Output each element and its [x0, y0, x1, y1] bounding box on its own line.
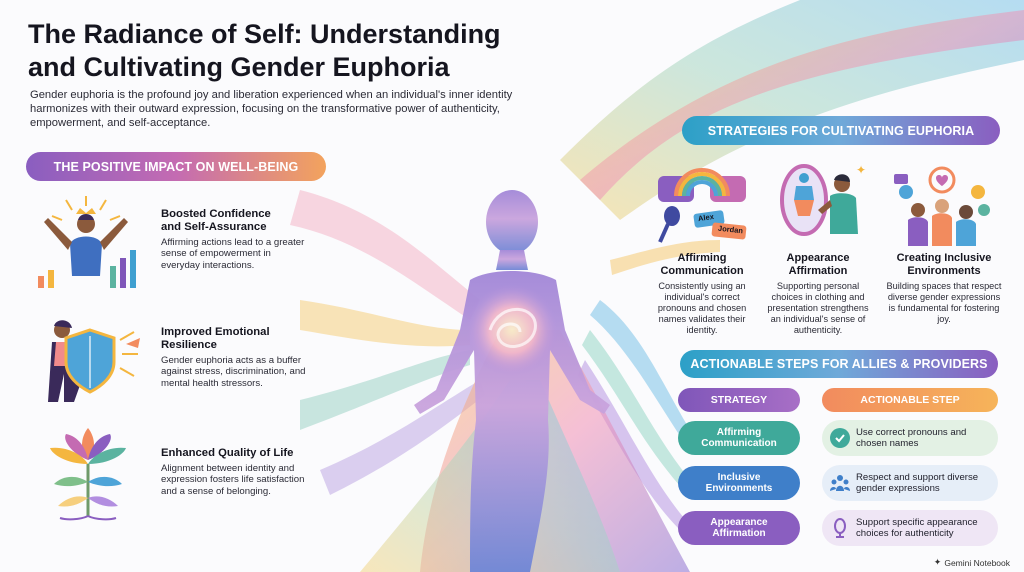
step-column-header: ACTIONABLE STEP [822, 388, 998, 412]
crowned-person-icon [38, 196, 136, 288]
benefit-title-line-1: Improved Emotional [161, 326, 270, 338]
benefit-title: Enhanced Quality of Life [161, 447, 311, 460]
strategy-appearance-affirmation: Appearance Affirmation Supporting person… [766, 252, 870, 336]
central-figure [414, 190, 610, 572]
strategy-title-line-1: Appearance [786, 252, 850, 264]
benefit-description: Affirming actions lead to a greater sens… [161, 237, 305, 271]
row-strategy-line-1: Affirming [716, 426, 762, 438]
page-title: The Radiance of Self: Understanding and … [28, 18, 588, 84]
benefit-title-line-2: Resilience [161, 339, 217, 351]
row-strategy-line-2: Communication [701, 438, 777, 449]
strategy-description: Consistently using an individual's corre… [657, 281, 747, 335]
benefit-title-line-2: and Self-Assurance [161, 221, 267, 233]
row-strategy-line-2: Environments [705, 483, 773, 494]
benefit-description: Gender euphoria acts as a buffer against… [161, 355, 306, 389]
mirror-icon [830, 518, 850, 538]
benefit-title: Boosted Confidence and Self-Assurance [161, 208, 311, 234]
row-step-text: Support specific appearance choices for … [856, 517, 978, 539]
strategy-title: Appearance Affirmation [766, 252, 870, 278]
brand-label: Gemini Notebook [944, 557, 1010, 568]
mirror-icon: ✦ [780, 163, 866, 236]
sparkle-icon: ✦ [933, 557, 942, 567]
strategy-column-header: STRATEGY [678, 388, 800, 412]
wellbeing-heading: THE POSITIVE IMPACT ON WELL-BEING [26, 152, 326, 181]
strategy-title-line-2: Affirmation [788, 265, 848, 277]
brand-mark: ✦ Gemini Notebook [934, 557, 1010, 568]
action-row-step: Use correct pronouns and chosen names [822, 420, 998, 456]
row-step-text: Use correct pronouns and chosen names [856, 427, 967, 449]
action-row-strategy: Appearance Affirmation [678, 511, 800, 545]
strategy-title-line-1: Affirming [677, 252, 727, 264]
row-strategy-line-1: Inclusive [717, 471, 761, 483]
people-icon [830, 473, 850, 493]
strategy-title: Creating Inclusive Environments [886, 252, 1002, 278]
benefit-confidence: Boosted Confidence and Self-Assurance Af… [161, 208, 311, 271]
benefit-description: Alignment between identity and expressio… [161, 463, 305, 497]
row-step-text: Respect and support diverse gender expre… [856, 472, 979, 494]
strategy-title-line-1: Creating Inclusive [896, 252, 992, 264]
strategy-description: Supporting personal choices in clothing … [767, 281, 869, 335]
svg-text:✦: ✦ [856, 163, 866, 177]
strategy-description: Building spaces that respect diverse gen… [886, 281, 1002, 324]
benefit-title: Improved Emotional Resilience [161, 326, 317, 352]
lotus-icon [50, 428, 126, 521]
benefit-title-line-1: Enhanced Quality of Life [161, 447, 294, 459]
actions-heading: ACTIONABLE STEPS FOR ALLIES & PROVIDERS [680, 350, 998, 378]
strategies-heading: STRATEGIES FOR CULTIVATING EUPHORIA [682, 116, 1000, 145]
strategy-title: Affirming Communication [650, 252, 754, 278]
strategy-affirming-communication: Affirming Communication Consistently usi… [650, 252, 754, 336]
strategy-inclusive-environments: Creating Inclusive Environments Building… [886, 252, 1002, 325]
microphone-icon [658, 168, 747, 243]
benefit-title-line-1: Boosted Confidence [161, 208, 271, 220]
group-icon [894, 166, 990, 246]
row-strategy-line-1: Appearance [710, 516, 768, 528]
action-row-strategy: Inclusive Environments [678, 466, 800, 500]
shield-icon [48, 320, 140, 402]
action-row-step: Respect and support diverse gender expre… [822, 465, 998, 501]
benefit-quality-of-life: Enhanced Quality of Life Alignment betwe… [161, 447, 311, 497]
intro-paragraph: Gender euphoria is the profound joy and … [30, 89, 513, 130]
strategy-title-line-2: Communication [660, 265, 744, 277]
check-icon [830, 428, 850, 448]
action-row-step: Support specific appearance choices for … [822, 510, 998, 546]
row-strategy-line-2: Affirmation [712, 528, 766, 539]
benefit-resilience: Improved Emotional Resilience Gender eup… [161, 326, 317, 389]
title-line-1: The Radiance of Self: Understanding [28, 19, 501, 49]
title-line-2: and Cultivating Gender Euphoria [28, 52, 450, 82]
strategy-title-line-2: Environments [907, 265, 981, 277]
action-row-strategy: Affirming Communication [678, 421, 800, 455]
